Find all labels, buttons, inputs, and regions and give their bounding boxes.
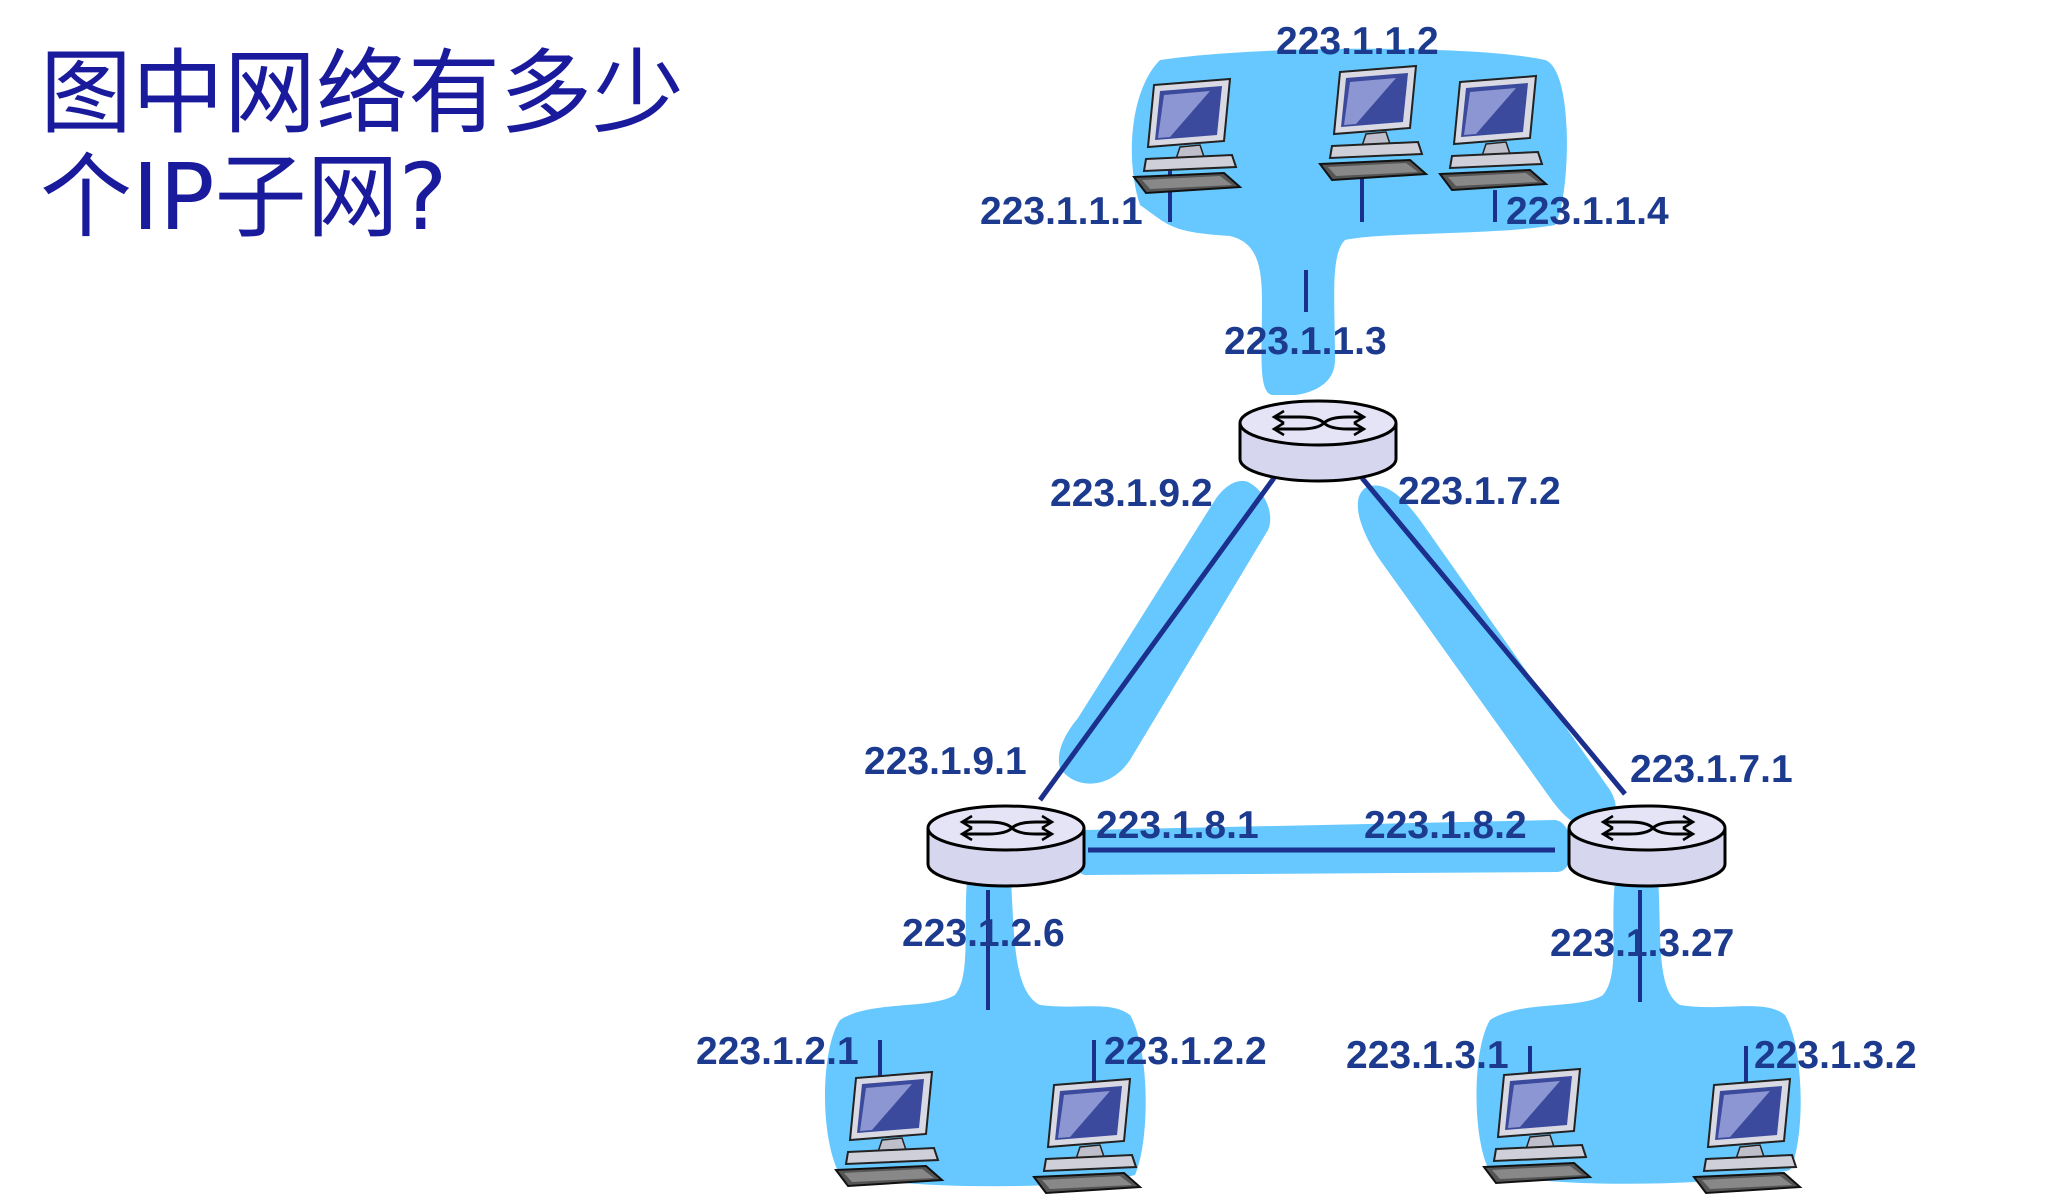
ip-label-223-1-8-2: 223.1.8.2	[1364, 804, 1527, 847]
ip-label-223-1-1-4: 223.1.1.4	[1506, 190, 1669, 233]
ip-label-223-1-3-2: 223.1.3.2	[1754, 1034, 1917, 1077]
network-links	[1037, 476, 1627, 853]
subnet-right-link	[1357, 485, 1616, 829]
ip-label-223-1-9-2: 223.1.9.2	[1050, 472, 1213, 515]
host-stubs	[878, 168, 1748, 1082]
question-line-1: 图中网络有多少	[40, 40, 685, 147]
router-left-icon[interactable]	[926, 804, 1086, 888]
ip-label-223-1-2-6: 223.1.2.6	[902, 912, 1065, 955]
ip-label-223-1-3-27: 223.1.3.27	[1550, 922, 1735, 965]
ip-label-223-1-2-1: 223.1.2.1	[696, 1030, 859, 1073]
question-text: 图中网络有多少 个IP子网?	[40, 42, 684, 250]
ip-label-223-1-8-1: 223.1.8.1	[1096, 804, 1259, 847]
ip-label-223-1-7-1: 223.1.7.1	[1630, 748, 1793, 791]
ip-label-223-1-9-1: 223.1.9.1	[864, 740, 1027, 783]
router-top-icon[interactable]	[1238, 399, 1398, 483]
question-line-2: 个IP子网?	[40, 144, 448, 251]
ip-label-223-1-1-1: 223.1.1.1	[980, 190, 1143, 233]
ip-label-223-1-7-2: 223.1.7.2	[1398, 470, 1561, 513]
ip-label-223-1-3-1: 223.1.3.1	[1346, 1034, 1509, 1077]
ip-label-223-1-1-2: 223.1.1.2	[1276, 20, 1439, 63]
ip-label-223-1-1-3: 223.1.1.3	[1224, 320, 1387, 363]
router-right-icon[interactable]	[1567, 804, 1727, 888]
ip-label-223-1-2-2: 223.1.2.2	[1104, 1030, 1267, 1073]
